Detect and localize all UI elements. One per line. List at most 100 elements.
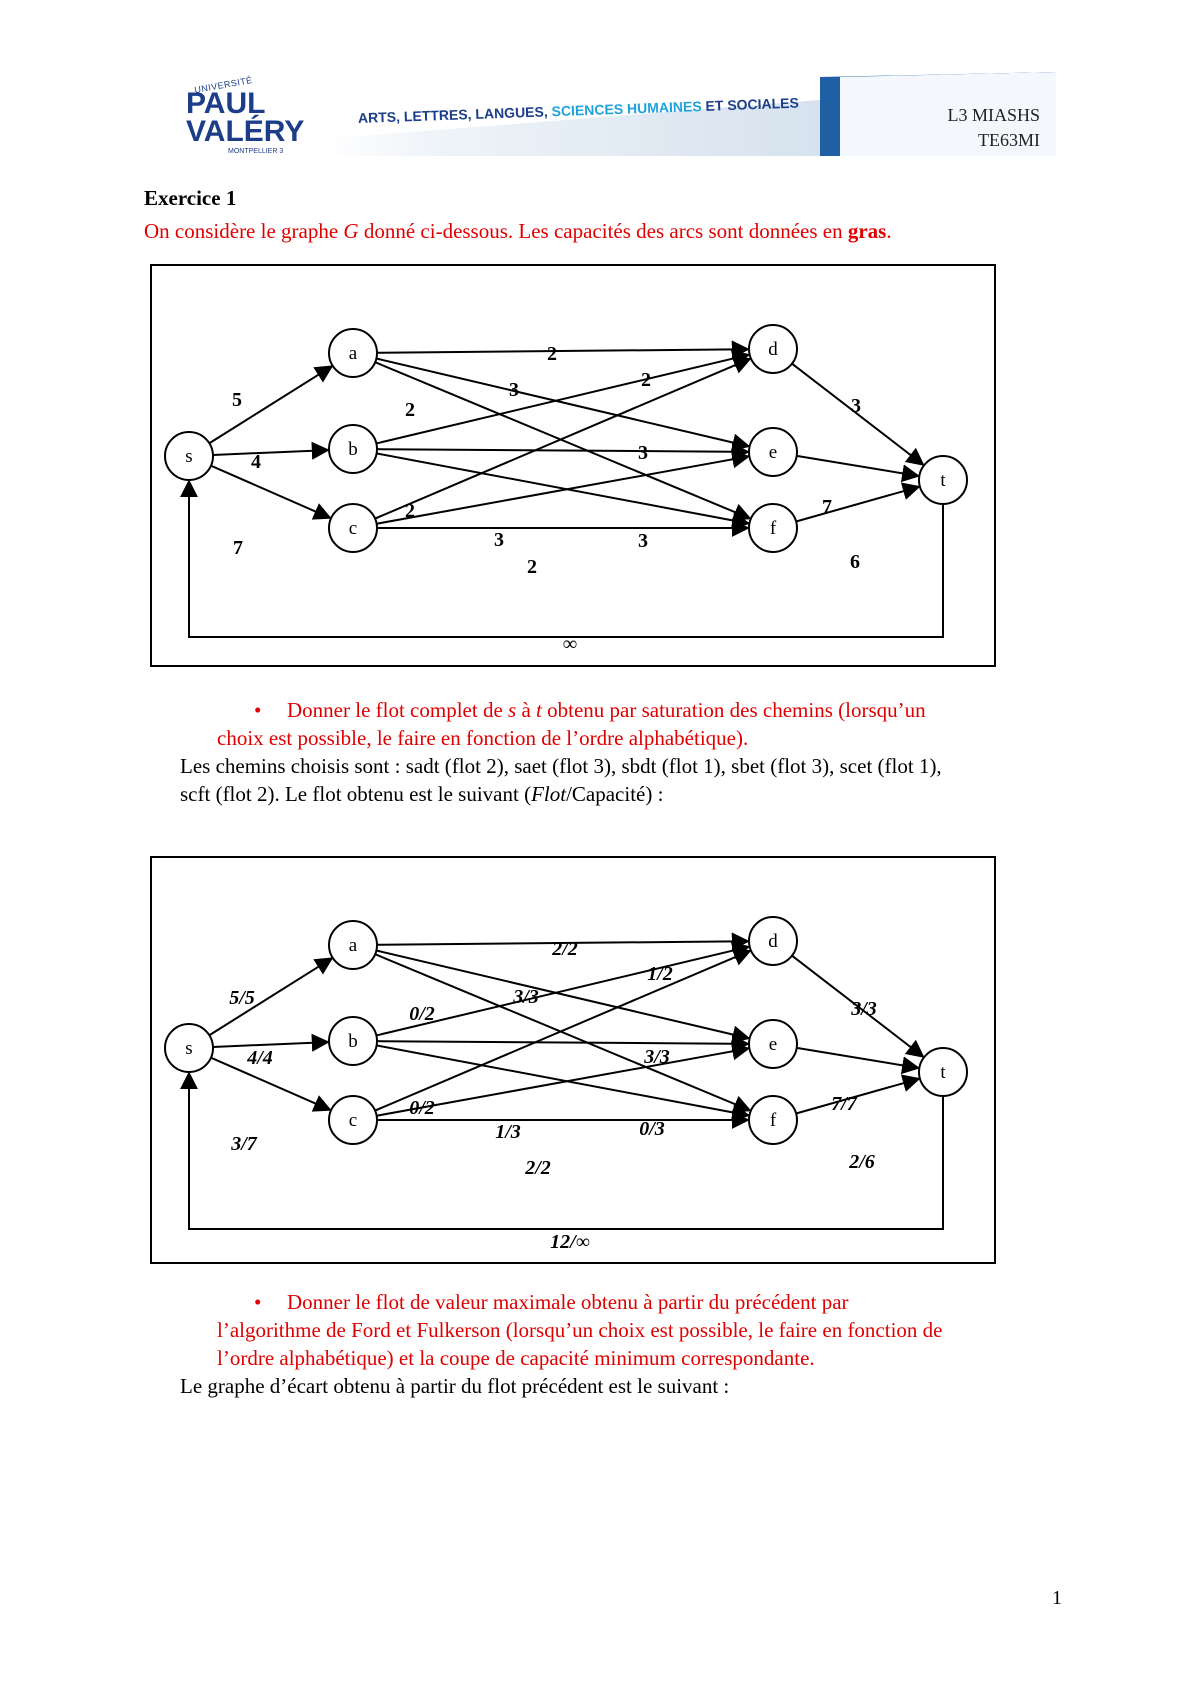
node-d [748, 916, 798, 966]
edge-label-ae: 3 [509, 379, 519, 401]
logo-line1: PAUL [186, 87, 266, 120]
edge-be [376, 442, 750, 461]
edge-ce [376, 450, 751, 525]
q2-line1: Donner le flot de valeur maximale obtenu… [287, 1290, 849, 1314]
course-line2: TE63MI [978, 130, 1040, 150]
node-label-a: a [349, 935, 358, 956]
intro-graph-name: G [343, 219, 359, 243]
q1-text-2: à [516, 698, 537, 722]
university-logo: UNIVERSITÉ PAUL VALÉRY MONTPELLIER 3 [180, 75, 304, 158]
edge-label-dt: 3 [851, 395, 861, 417]
question-2: Donner le flot de valeur maximale obtenu… [217, 1288, 943, 1372]
edge-label-cf: 2 [527, 556, 537, 578]
logo-bottom-text: MONTPELLIER 3 [228, 148, 284, 155]
answer-1: Les chemins choisis sont : sadt (flot 2)… [180, 752, 942, 808]
bullet-dot: • [254, 698, 262, 722]
edge-label-ft: 2/6 [848, 1151, 875, 1173]
edge-label-cd: 2 [405, 500, 415, 522]
intro-text-a: On considère le graphe [144, 219, 344, 243]
q1-text-3: obtenu par saturation des chemins (lorsq… [541, 698, 926, 722]
q1-source: s [508, 698, 517, 722]
a1-line1: Les chemins choisis sont : sadt (flot 2)… [180, 754, 942, 778]
node-label-e: e [769, 442, 777, 463]
edge-label-af: 0/2 [409, 1003, 435, 1025]
edge-label-sb: 4/4 [246, 1047, 273, 1069]
flow-graph-svg: 5/54/43/72/23/30/21/23/30/30/21/32/23/37… [164, 916, 968, 1253]
edge-label-ts: ∞ [563, 633, 577, 655]
edge-bf [376, 1044, 751, 1122]
q1-text-1: Donner le flot complet de [287, 698, 509, 722]
tagline-part1: ARTS, LETTRES, LANGUES, [357, 103, 552, 126]
page-number: 1 [1052, 1587, 1062, 1609]
bullet-dot-2: • [254, 1290, 262, 1314]
edge-et [796, 1046, 921, 1075]
tagline-part3: ET SOCIALES [701, 94, 800, 114]
edge-ad [376, 932, 750, 951]
course-box [820, 72, 1056, 156]
edge-label-dt: 3/3 [850, 998, 877, 1020]
edge-af [374, 953, 752, 1113]
edge-label-cf: 2/2 [524, 1157, 551, 1179]
edge-label-bf: 3 [638, 530, 648, 552]
question-1: Donner le flot complet de s à t obtenu p… [217, 696, 926, 752]
node-c [328, 1095, 378, 1145]
edge-dt [791, 954, 925, 1058]
edge-label-ad: 2 [547, 343, 557, 365]
node-label-t: t [940, 1062, 946, 1083]
node-label-b: b [348, 439, 358, 460]
intro-bold: gras [847, 219, 887, 243]
q1-sink: t [536, 698, 542, 722]
node-label-a: a [349, 343, 358, 364]
edge-sa [208, 957, 334, 1037]
edge-ae [376, 357, 751, 452]
edge-label-sc: 3/7 [230, 1133, 258, 1155]
edge-af [374, 361, 752, 521]
edge-label-ce: 3 [494, 529, 504, 551]
edge-dt [791, 362, 925, 466]
logo-line2: VALÉRY [186, 115, 305, 148]
node-s [164, 1023, 214, 1073]
edge-ts [180, 479, 944, 638]
edge-label-bf: 0/3 [639, 1118, 665, 1140]
edge-ft [795, 482, 921, 523]
node-e [748, 1019, 798, 1069]
edge-ce [376, 1042, 751, 1117]
node-b [328, 424, 378, 474]
edge-sc [210, 464, 332, 520]
edge-ft [795, 1074, 921, 1115]
node-f [748, 503, 798, 553]
edge-label-ce: 1/3 [495, 1121, 521, 1143]
edge-ts [180, 1071, 944, 1230]
edge-label-be: 3 [638, 442, 648, 464]
course-code: L3 MIASHS TE63MI [947, 103, 1040, 153]
edge-label-bd: 2 [641, 369, 651, 391]
answer-2: Le graphe d’écart obtenu à partir du flo… [180, 1374, 730, 1398]
edge-label-bd: 1/2 [647, 963, 673, 985]
node-label-s: s [185, 446, 192, 467]
intro-text-b: donné ci-dessous. Les capacités des arcs… [358, 219, 848, 243]
node-b [328, 1016, 378, 1066]
node-label-c: c [349, 1110, 357, 1131]
node-e [748, 427, 798, 477]
edge-label-sa: 5 [232, 389, 242, 411]
q2-line2: l’algorithme de Ford et Fulkerson (lorsq… [217, 1318, 943, 1342]
edge-sa [208, 365, 334, 445]
edge-label-be: 3/3 [643, 1046, 670, 1068]
a1-line2a: scft (flot 2). Le flot obtenu est le sui… [180, 782, 532, 806]
q2-line3: l’ordre alphabétique) et la coupe de cap… [217, 1346, 815, 1370]
node-c [328, 503, 378, 553]
node-a [328, 920, 378, 970]
edge-ad [376, 340, 750, 359]
exercise-title: Exercice 1 [144, 186, 237, 210]
edge-bd [376, 349, 751, 445]
node-s [164, 431, 214, 481]
edge-label-sa: 5/5 [229, 987, 255, 1009]
edge-sb [212, 1033, 330, 1052]
edge-be [376, 1034, 750, 1053]
edge-label-af: 2 [405, 399, 415, 421]
edge-cd [374, 356, 752, 520]
node-label-c: c [349, 518, 357, 539]
node-d [748, 324, 798, 374]
